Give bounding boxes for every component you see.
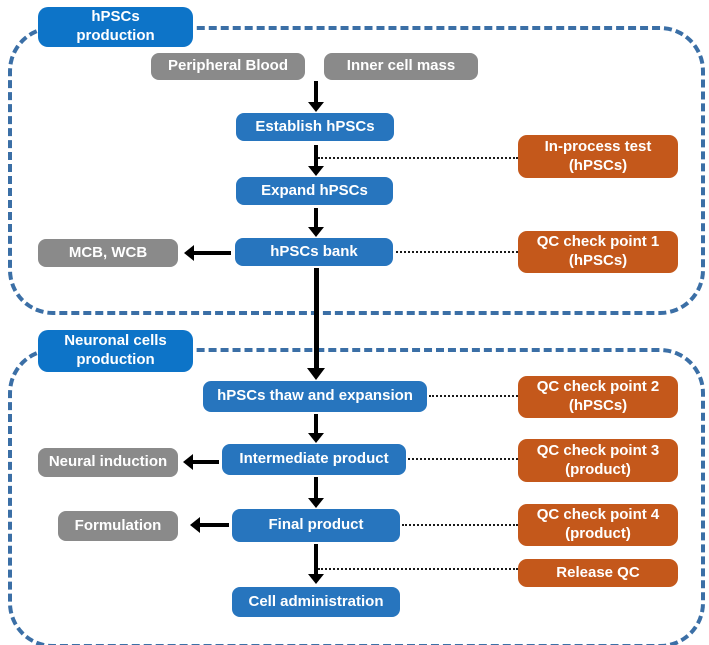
- arrow-left-bank-to-mcb-wcb: [184, 245, 231, 261]
- arrow-shaft: [313, 268, 319, 369]
- node-mcb-wcb: MCB, WCB: [38, 239, 178, 267]
- section-header-hpscs-production: hPSCs production: [38, 7, 193, 47]
- node-peripheral-blood: Peripheral Blood: [151, 53, 305, 80]
- node-qc-check-point-4: QC check point 4 (product): [518, 504, 678, 546]
- arrow-left-final-to-formulation: [190, 517, 229, 533]
- node-final-product: Final product: [232, 509, 400, 542]
- node-in-process-test: In-process test (hPSCs): [518, 135, 678, 178]
- node-hpscs-bank: hPSCs bank: [235, 238, 393, 266]
- dotted-connector-qc-check-point-4: [402, 524, 518, 526]
- node-qc-check-point-3: QC check point 3 (product): [518, 439, 678, 482]
- dotted-connector-qc-check-point-1: [396, 251, 518, 253]
- arrow-head-icon: [183, 454, 193, 470]
- arrow-down-expand-to-bank: [308, 208, 324, 237]
- arrow-shaft: [192, 460, 219, 464]
- node-formulation: Formulation: [58, 511, 178, 541]
- node-intermediate-product: Intermediate product: [222, 444, 406, 475]
- arrow-head-icon: [308, 498, 324, 508]
- node-hpscs-thaw-and-expansion: hPSCs thaw and expansion: [203, 381, 427, 412]
- arrow-head-icon: [190, 517, 200, 533]
- dotted-connector-qc-check-point-3: [408, 458, 518, 460]
- arrow-head-icon: [307, 368, 325, 380]
- arrow-shaft: [199, 523, 229, 527]
- node-expand-hpscs: Expand hPSCs: [236, 177, 393, 205]
- node-neural-induction: Neural induction: [38, 448, 178, 477]
- arrow-head-icon: [308, 166, 324, 176]
- arrow-head-icon: [308, 433, 324, 443]
- node-qc-check-point-2: QC check point 2 (hPSCs): [518, 376, 678, 418]
- arrow-down-sources-to-establish: [308, 81, 324, 112]
- arrow-shaft: [314, 477, 318, 499]
- section-header-neuronal-cells-production: Neuronal cells production: [38, 330, 193, 372]
- arrow-left-intermediate-to-neural-induction: [183, 454, 219, 470]
- arrow-head-icon: [308, 102, 324, 112]
- dotted-connector-in-process-test: [318, 157, 518, 159]
- arrow-shaft: [314, 145, 318, 167]
- arrow-shaft: [314, 208, 318, 228]
- arrow-shaft: [193, 251, 231, 255]
- dotted-connector-release-qc: [318, 568, 518, 570]
- node-qc-check-point-1: QC check point 1 (hPSCs): [518, 231, 678, 273]
- node-establish-hpscs: Establish hPSCs: [236, 113, 394, 141]
- hpscs-production-region-border: [8, 26, 705, 315]
- arrow-shaft: [314, 81, 318, 103]
- arrow-down-thaw-to-intermediate: [308, 414, 324, 443]
- arrow-down-intermediate-to-final: [308, 477, 324, 508]
- arrow-shaft: [314, 544, 318, 575]
- node-release-qc: Release QC: [518, 559, 678, 587]
- arrow-head-icon: [184, 245, 194, 261]
- arrow-head-icon: [308, 574, 324, 584]
- arrow-down-establish-to-expand: [308, 145, 324, 176]
- node-cell-administration: Cell administration: [232, 587, 400, 617]
- arrow-down-final-to-cell-administration: [308, 544, 324, 584]
- dotted-connector-qc-check-point-2: [429, 395, 518, 397]
- arrow-shaft: [314, 414, 318, 434]
- node-inner-cell-mass: Inner cell mass: [324, 53, 478, 80]
- arrow-down-bank-to-thaw: [307, 268, 325, 380]
- arrow-head-icon: [308, 227, 324, 237]
